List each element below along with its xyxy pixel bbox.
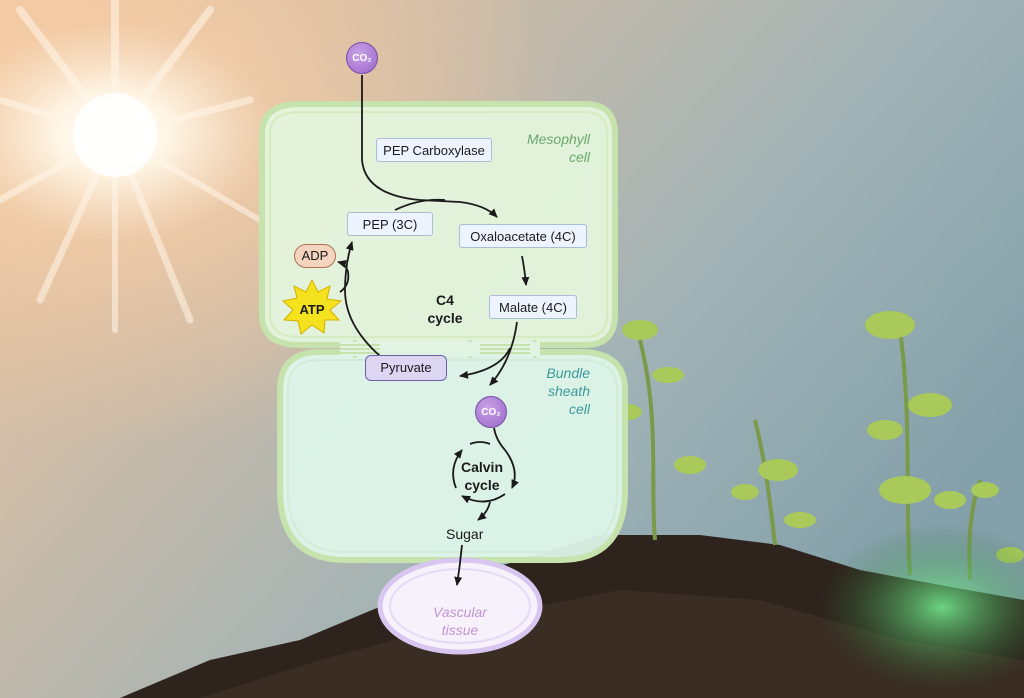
bundle-sheath-cell-shape — [277, 349, 628, 563]
pyruvate-box: Pyruvate — [365, 355, 447, 381]
arrow-malate-to-co2 — [489, 321, 518, 386]
calvin-cycle-label: Calvin cycle — [460, 459, 503, 493]
vascular-tissue-label: Vascular tissue — [433, 604, 487, 638]
arrow-pyruvate-to-pep — [344, 241, 381, 357]
pep-box: PEP (3C) — [347, 212, 433, 236]
atp-label: ATP — [299, 302, 325, 317]
arrow-co2-to-calvin — [493, 427, 506, 451]
arrow-co2-to-oxaloacetate — [361, 75, 498, 218]
oxaloacetate-box: Oxaloacetate (4C) — [459, 224, 587, 248]
calvin-cycle-arc-right — [504, 449, 519, 489]
calvin-cycle-arc-bottom — [461, 493, 506, 504]
sugar-label: Sugar — [446, 526, 484, 542]
c4-cycle-label: C4 cycle — [427, 292, 463, 326]
co2-top-molecule: CO₂ — [346, 42, 378, 74]
arrow-pep-to-curve — [394, 198, 446, 211]
arrow-oxaloacetate-to-malate — [521, 255, 530, 286]
arrow-atp-to-adp — [337, 260, 350, 293]
atp-burst-shape — [281, 278, 343, 335]
co2-bundle-molecule: CO₂ — [475, 396, 507, 428]
arrow-malate-to-pyruvate — [459, 347, 511, 379]
arrow-sugar-to-vascular — [454, 544, 463, 586]
calvin-cycle-arc-top — [469, 441, 491, 445]
arrow-calvin-to-sugar — [477, 501, 491, 521]
mesophyll-cell-label: Mesophyll cell — [526, 131, 590, 165]
calvin-cycle-arc-left — [452, 449, 463, 489]
adp-badge: ADP — [294, 244, 336, 268]
malate-box: Malate (4C) — [489, 295, 577, 319]
pep-carboxylase-box: PEP Carboxylase — [376, 138, 492, 162]
bundle-sheath-cell-label: Bundle sheath cell — [546, 365, 590, 417]
